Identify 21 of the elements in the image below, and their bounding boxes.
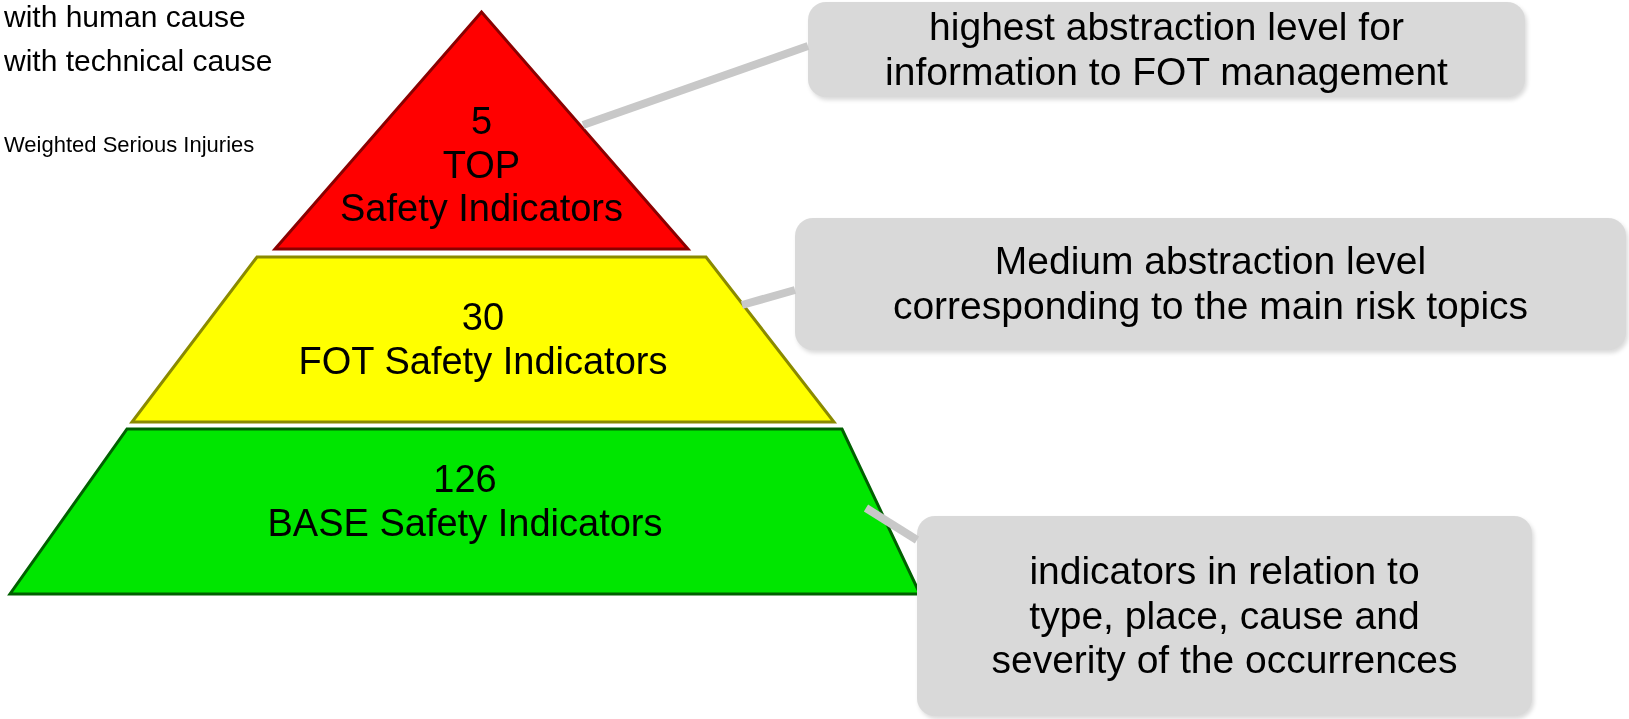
note-text: with technical cause [4, 44, 273, 78]
leader-line [740, 286, 797, 309]
leader-line [581, 42, 810, 129]
leader-line [863, 504, 920, 544]
callout-text: indicators in relation to type, place, cause and severity of the occurrences [990, 548, 1459, 684]
note-text: Weighted Serious Injuries [4, 132, 255, 158]
tier-label: FOT Safety Indicators [298, 339, 668, 384]
tier-label: 30 [461, 295, 505, 340]
note-text: with human cause [4, 0, 246, 34]
callout-box [808, 2, 1525, 97]
tier-label: 126 [433, 457, 497, 502]
callout-box [917, 516, 1532, 716]
tier-label: TOP [442, 143, 521, 188]
callout-text: Medium abstraction level corresponding to the main risk topics [891, 239, 1530, 329]
pyramid-tier [132, 257, 834, 422]
callout-text: highest abstraction level for information to FOT management [884, 4, 1449, 95]
callout-box [795, 218, 1626, 350]
pyramid-tier [10, 429, 920, 594]
tier-label: BASE Safety Indicators [267, 501, 663, 546]
tier-label: 5 [470, 99, 493, 144]
tier-label: Safety Indicators [339, 187, 623, 232]
